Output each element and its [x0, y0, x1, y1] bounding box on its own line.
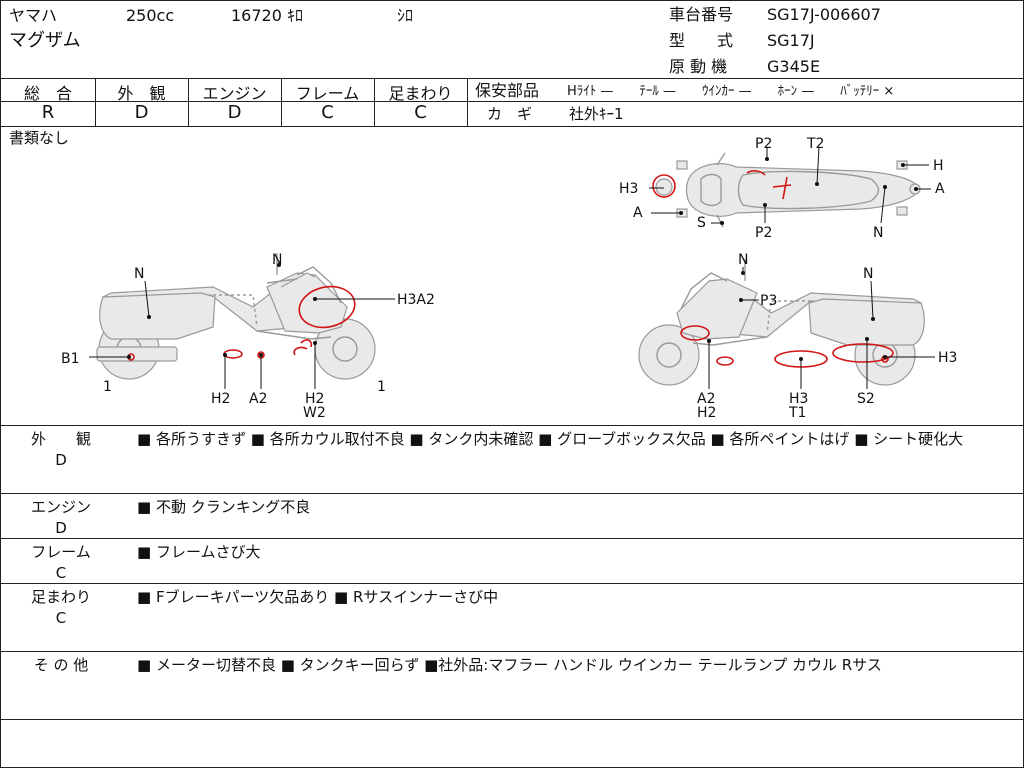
section-grade-frame: C [55, 564, 67, 582]
grade-value-suspension: C [414, 102, 427, 123]
diagram-label: H [933, 158, 944, 174]
engine-label: 原 動 機 [669, 57, 728, 76]
divider [1, 651, 1023, 652]
grade-label-suspension: 足まわり [388, 84, 453, 103]
diagram-label: P2 [755, 136, 772, 152]
diagram-label: W2 [303, 405, 326, 421]
grade-value-exterior: D [134, 102, 149, 123]
key-value: 社外ｷｰ1 [569, 105, 624, 123]
diagram-label: H3A2 [397, 292, 435, 308]
diagram-label: 1 [377, 379, 386, 395]
section-grade-exterior: D [55, 451, 67, 469]
body-color: ｼﾛ [397, 6, 414, 25]
section-label-other: そ の 他 [33, 656, 89, 674]
maker: ヤマハ [9, 6, 58, 25]
grade-label-frame: フレーム [295, 84, 360, 103]
divider [95, 78, 96, 126]
divider [1, 719, 1023, 720]
section-label-frame: フレーム [31, 543, 91, 561]
diagram-label: 1 [103, 379, 112, 395]
divider [188, 78, 189, 126]
diagram-label: T1 [788, 405, 806, 421]
frame-no-label: 車台番号 [669, 5, 734, 24]
section-text-engine: ■ 不動 クランキング不良 [137, 498, 311, 516]
divider [1, 493, 1023, 494]
top-view-scooter [652, 152, 921, 228]
divider [467, 101, 1023, 102]
grade-label-overall: 総 合 [23, 84, 72, 103]
divider [1, 78, 1023, 79]
divider [281, 78, 282, 126]
diagram-label: A [935, 181, 945, 197]
model-name: マグザム [9, 30, 81, 51]
section-grade-engine: D [55, 519, 67, 537]
type-value: SG17J [767, 31, 815, 50]
engine-value: G345E [767, 57, 821, 76]
diagram-label: S2 [857, 391, 875, 407]
diagram-label: P2 [755, 225, 772, 241]
divider [1, 538, 1023, 539]
diagram-label: N [134, 266, 144, 282]
type-label: 型 式 [669, 31, 734, 50]
grade-label-engine: エンジン [202, 84, 267, 103]
diagram-label: B1 [61, 351, 80, 367]
frame-no: SG17J-006607 [767, 5, 881, 24]
diagram-label: N [738, 252, 748, 268]
section-label-suspension: 足まわり [30, 588, 91, 606]
section-text-frame: ■ フレームさび大 [137, 543, 261, 561]
divider [1, 101, 467, 102]
diagram-label: N [863, 266, 873, 282]
diagram-label: P3 [760, 293, 777, 309]
diagram-label: A [633, 205, 643, 221]
key-label: カ ギ [487, 105, 533, 123]
grade-value-engine: D [227, 102, 242, 123]
diagram-label: H2 [211, 391, 230, 407]
diagram-label: H2 [697, 405, 716, 421]
section-text-suspension: ■ Fブレーキパーツ欠品あり ■ Rサスインナーさび中 [137, 588, 499, 606]
safety-title: 保安部品 [475, 81, 540, 100]
diagram-label: T2 [806, 136, 824, 152]
diagram-label: H3 [789, 391, 808, 407]
section-grade-suspension: C [55, 609, 67, 627]
diagram-label: A2 [249, 391, 267, 407]
left-side-scooter [96, 253, 376, 380]
mileage: 16720 ｷﾛ [231, 6, 303, 25]
section-text-other: ■ メーター切替不良 ■ タンクキー回らず ■社外品:マフラー ハンドル ウイン… [137, 656, 882, 674]
section-label-engine: エンジン [30, 498, 91, 516]
grade-label-exterior: 外 観 [117, 84, 166, 103]
right-side-scooter [638, 259, 925, 386]
divider [467, 78, 468, 126]
diagram-label: N [873, 225, 883, 241]
diagram-label: A2 [697, 391, 715, 407]
divider [1, 425, 1023, 426]
divider [374, 78, 375, 126]
diagram-label: N [272, 252, 282, 268]
section-label-exterior: 外 観 [30, 430, 91, 448]
grade-value-frame: C [321, 102, 334, 123]
damage-diagram: P2 T2 H H3 A A S P2 N [61, 136, 957, 421]
displacement: 250cc [126, 6, 175, 25]
diagram-label: H2 [305, 391, 324, 407]
grade-value-overall: R [41, 102, 55, 123]
section-text-exterior: ■ 各所うすきず ■ 各所カウル取付不良 ■ タンク内未確認 ■ グローブボック… [137, 430, 964, 448]
diagram-label: H3 [619, 181, 638, 197]
diagram-label: H3 [938, 350, 957, 366]
divider [1, 126, 1023, 127]
divider [1, 583, 1023, 584]
documents-note: 書類なし [9, 129, 70, 147]
diagram-label: S [697, 215, 706, 231]
safety-items: Hﾗｲﾄ — ﾃｰﾙ — ｳｲﾝｶｰ — ﾎｰﾝ — ﾊﾞｯﾃﾘｰ × [567, 84, 895, 99]
